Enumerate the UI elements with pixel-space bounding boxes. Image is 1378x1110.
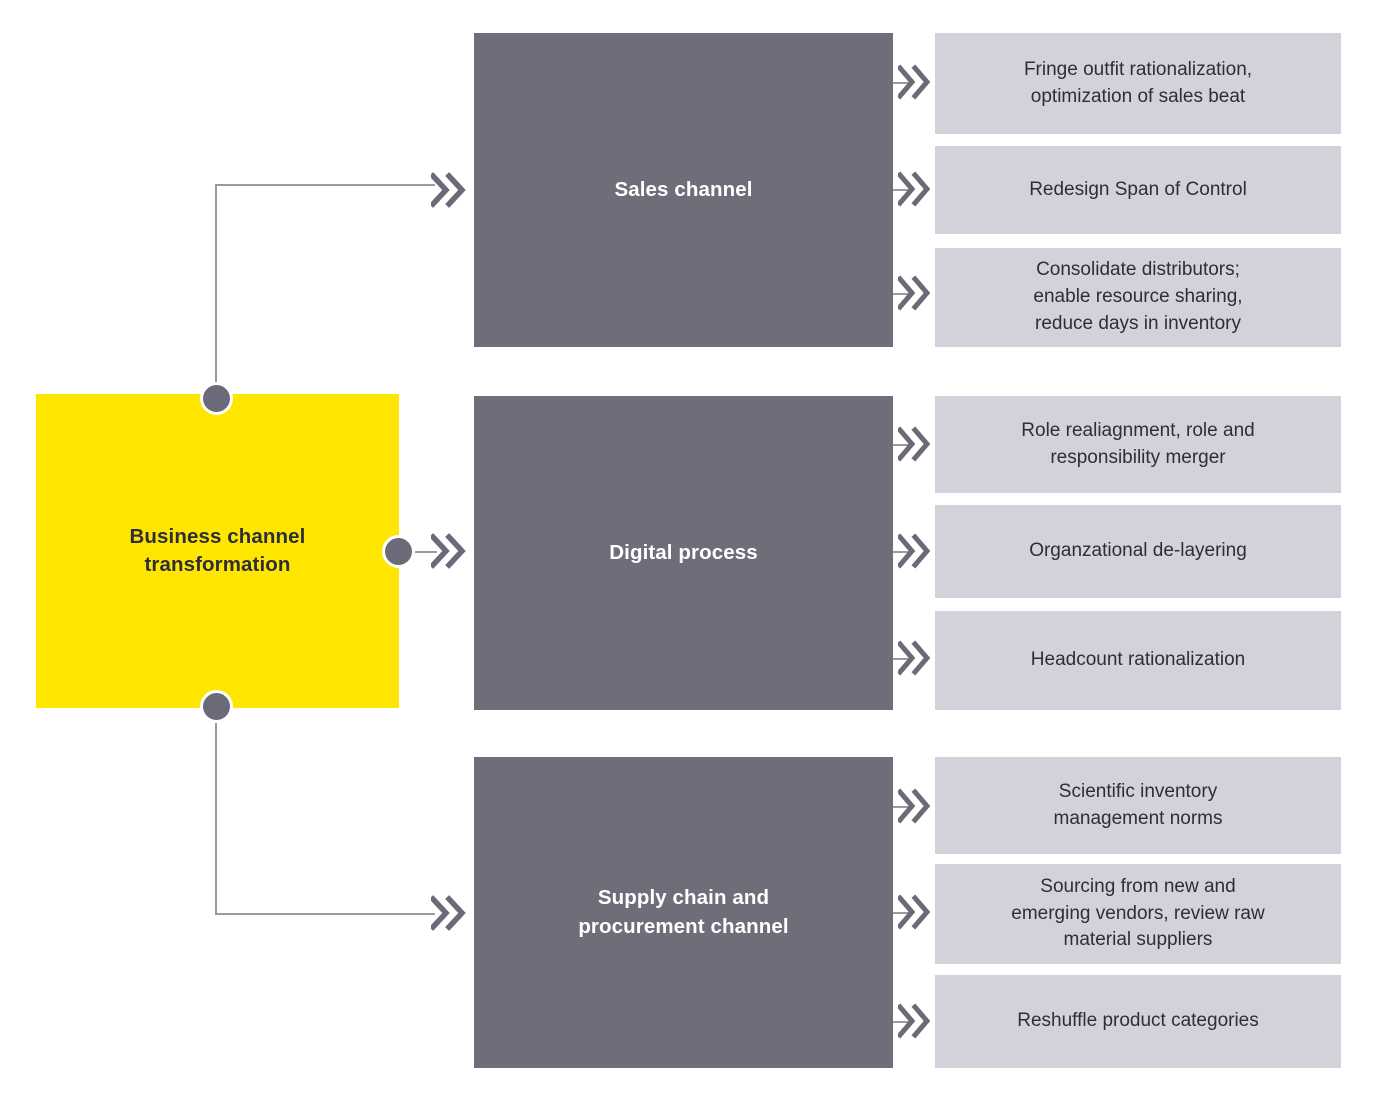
- hub-label: Business channel transformation: [129, 524, 306, 576]
- connector-stub-digital-process-3: [893, 658, 909, 660]
- connector-stub-digital-process: [893, 444, 909, 446]
- initiative-box-1-1[interactable]: Fringe outfit rationalization, optimizat…: [935, 33, 1341, 134]
- double-chevron-right-icon-initiative-3-2: [898, 894, 932, 930]
- initiative-box-1-3[interactable]: Consolidate distributors; enable resourc…: [935, 248, 1341, 347]
- connector-stub-sales-channel-3: [893, 293, 909, 295]
- category-label-sales-channel: Sales channel: [614, 177, 753, 201]
- initiative-box-3-3[interactable]: Reshuffle product categories: [935, 975, 1341, 1068]
- connector-dot-top: [203, 385, 230, 412]
- hub-node[interactable]: Business channel transformation: [36, 394, 399, 708]
- double-chevron-right-icon-initiative-1-2: [898, 171, 932, 207]
- initiative-box-2-1[interactable]: Role realiagnment, role and responsibili…: [935, 396, 1341, 493]
- connector-line-bottom-vertical: [215, 706, 217, 914]
- category-label-supply-chain-and-procurement-channel: Supply chain and procurement channel: [578, 885, 789, 938]
- connector-line-middle-horizontal: [399, 551, 437, 553]
- initiative-label-2-1: Role realiagnment, role and responsibili…: [1021, 419, 1255, 468]
- initiative-box-1-2[interactable]: Redesign Span of Control: [935, 146, 1341, 234]
- connector-stub-supply-chain-3: [893, 1021, 909, 1023]
- double-chevron-right-icon-initiative-1-1: [898, 64, 932, 100]
- connector-stub-supply-chain: [893, 806, 909, 808]
- double-chevron-right-icon-initiative-3-3: [898, 1003, 932, 1039]
- connector-stub-digital-process-2: [893, 551, 909, 553]
- initiative-box-3-2[interactable]: Sourcing from new and emerging vendors, …: [935, 864, 1341, 964]
- double-chevron-right-icon-initiative-3-1: [898, 788, 932, 824]
- double-chevron-right-icon-initiative-2-1: [898, 426, 932, 462]
- connector-dot-bottom: [203, 693, 230, 720]
- initiative-label-1-2: Redesign Span of Control: [1029, 178, 1247, 200]
- initiative-label-3-2: Sourcing from new and emerging vendors, …: [1011, 875, 1265, 951]
- double-chevron-right-icon-to-sales-channel: [431, 171, 467, 209]
- category-box-sales-channel[interactable]: Sales channel: [474, 33, 893, 347]
- connector-line-top-horizontal: [215, 184, 435, 186]
- initiative-box-3-1[interactable]: Scientific inventory management norms: [935, 757, 1341, 854]
- initiative-label-2-2: Organzational de-layering: [1029, 540, 1247, 562]
- connector-line-bottom-horizontal: [215, 913, 435, 915]
- double-chevron-right-icon-initiative-1-3: [898, 275, 932, 311]
- connector-stub-sales-channel-2: [893, 82, 909, 84]
- initiative-box-2-3[interactable]: Headcount rationalization: [935, 611, 1341, 710]
- initiative-label-3-1: Scientific inventory management norms: [1053, 780, 1223, 829]
- connector-dot-right: [385, 538, 412, 565]
- double-chevron-right-icon-to-digital-process: [431, 532, 467, 570]
- initiative-label-2-3: Headcount rationalization: [1030, 649, 1246, 671]
- initiative-label-1-3: Consolidate distributors; enable resourc…: [1033, 259, 1243, 334]
- category-label-digital-process: Digital process: [609, 540, 758, 564]
- connector-line-top-vertical: [215, 184, 217, 398]
- double-chevron-right-icon-initiative-2-2: [898, 533, 932, 569]
- connector-stub-supply-chain-2: [893, 912, 909, 914]
- category-box-supply-chain-and-procurement-channel[interactable]: Supply chain and procurement channel: [474, 757, 893, 1068]
- initiative-box-2-2[interactable]: Organzational de-layering: [935, 505, 1341, 598]
- category-box-digital-process[interactable]: Digital process: [474, 396, 893, 710]
- double-chevron-right-icon-to-supply-chain: [431, 894, 467, 932]
- double-chevron-right-icon-initiative-2-3: [898, 640, 932, 676]
- initiative-label-3-3: Reshuffle product categories: [1017, 1010, 1259, 1032]
- initiative-label-1-1: Fringe outfit rationalization, optimizat…: [1023, 58, 1253, 107]
- connector-stub-sales-channel: [893, 189, 909, 191]
